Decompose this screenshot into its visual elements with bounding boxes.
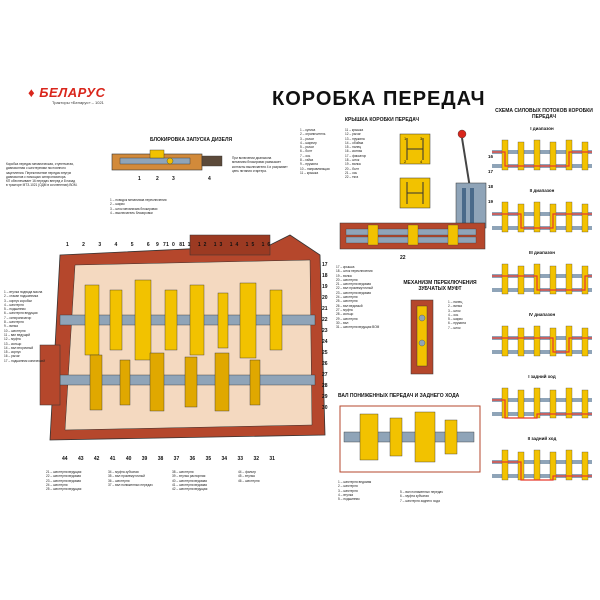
cover-section-diagram: 22 [339, 222, 486, 261]
svg-text:18: 18 [488, 184, 494, 189]
power-flow-title: СХЕМА СИЛОВЫХ ПОТОКОВ КОРОБКИ ПЕРЕДАЧ [495, 108, 593, 120]
svg-text:16: 16 [488, 154, 494, 159]
flow-diagram [492, 325, 592, 357]
diesel-start-title: БЛОКИРОВКА ЗАПУСКА ДИЗЕЛЯ [150, 137, 233, 143]
svg-text:22: 22 [400, 255, 406, 261]
diesel-start-legend: 1 – поводок механизма переключения 2 – ш… [110, 198, 167, 215]
svg-text:2: 2 [156, 176, 159, 182]
brand-subtitle: Тракторы «Беларус» – 1021 [52, 100, 104, 105]
callout-numbers-bottom: 44 43 42 41 40 39 38 37 36 35 34 33 32 3… [62, 456, 275, 462]
svg-text:1: 1 [404, 136, 407, 141]
brand-logo: ♦ БЕЛАРУС [28, 85, 106, 100]
flow-scheme-5: I задний ход [488, 374, 596, 422]
flow-diagram [492, 449, 592, 481]
brand-mark-icon: ♦ [28, 85, 36, 100]
cover-title: КРЫШКА КОРОБКИ ПЕРЕДАЧ [345, 117, 419, 123]
flow-scheme-1: I диапазон [488, 126, 596, 174]
gearbox-cutaway-diagram [39, 234, 326, 441]
cover-lever-diagram: 16 17 18 19 [455, 129, 494, 229]
flow-label: I диапазон [530, 126, 554, 131]
flow-label: II задний ход [527, 436, 557, 441]
intro-text: Коробка передач механическая, ступенчата… [6, 162, 78, 188]
diesel-start-note: При включении диапазона механизм блокиро… [232, 156, 288, 173]
flow-scheme-3: III диапазон [488, 250, 596, 298]
low-reverse-diagram [339, 405, 481, 473]
page-title: КОРОБКА ПЕРЕДАЧ [272, 88, 486, 110]
flow-diagram [492, 263, 592, 295]
diesel-start-diagram: 1 2 3 4 [111, 149, 223, 182]
flow-diagram [492, 387, 592, 419]
low-reverse-title: ВАЛ ПОНИЖЕННЫХ ПЕРЕДАЧ И ЗАДНЕГО ХОДА [338, 393, 460, 399]
flow-label: II диапазон [529, 188, 555, 193]
shift-mechanism-diagram [410, 299, 434, 375]
brand-name: БЕЛАРУС [39, 85, 106, 100]
callout-numbers-top-2: 9 10 11 12 13 14 15 16 [156, 242, 274, 248]
svg-text:17: 17 [488, 169, 494, 174]
flow-label: IV диапазон [528, 312, 556, 317]
svg-text:4: 4 [420, 159, 423, 164]
flow-scheme-2: II диапазон [488, 188, 596, 236]
flow-scheme-6: II задний ход [488, 436, 596, 484]
flow-label: III диапазон [529, 250, 555, 255]
svg-text:3: 3 [172, 176, 175, 182]
callout-numbers-top: 1 2 3 4 5 6 7 8 [66, 242, 188, 248]
svg-text:2: 2 [404, 159, 407, 164]
shift-mechanism-title: МЕХАНИЗМ ПЕРЕКЛЮЧЕНИЯ ЗУБЧАТЫХ МУФТ [403, 280, 477, 292]
svg-text:3: 3 [420, 136, 423, 141]
flow-diagram [492, 139, 592, 171]
svg-text:4: 4 [208, 176, 211, 182]
flow-label: I задний ход [528, 374, 556, 379]
flow-scheme-4: IV диапазон [488, 312, 596, 360]
flow-diagram [492, 201, 592, 233]
svg-text:1: 1 [138, 176, 141, 182]
shift-pattern-diagram: 1 3 2 4 [399, 133, 431, 209]
svg-text:19: 19 [488, 199, 494, 204]
